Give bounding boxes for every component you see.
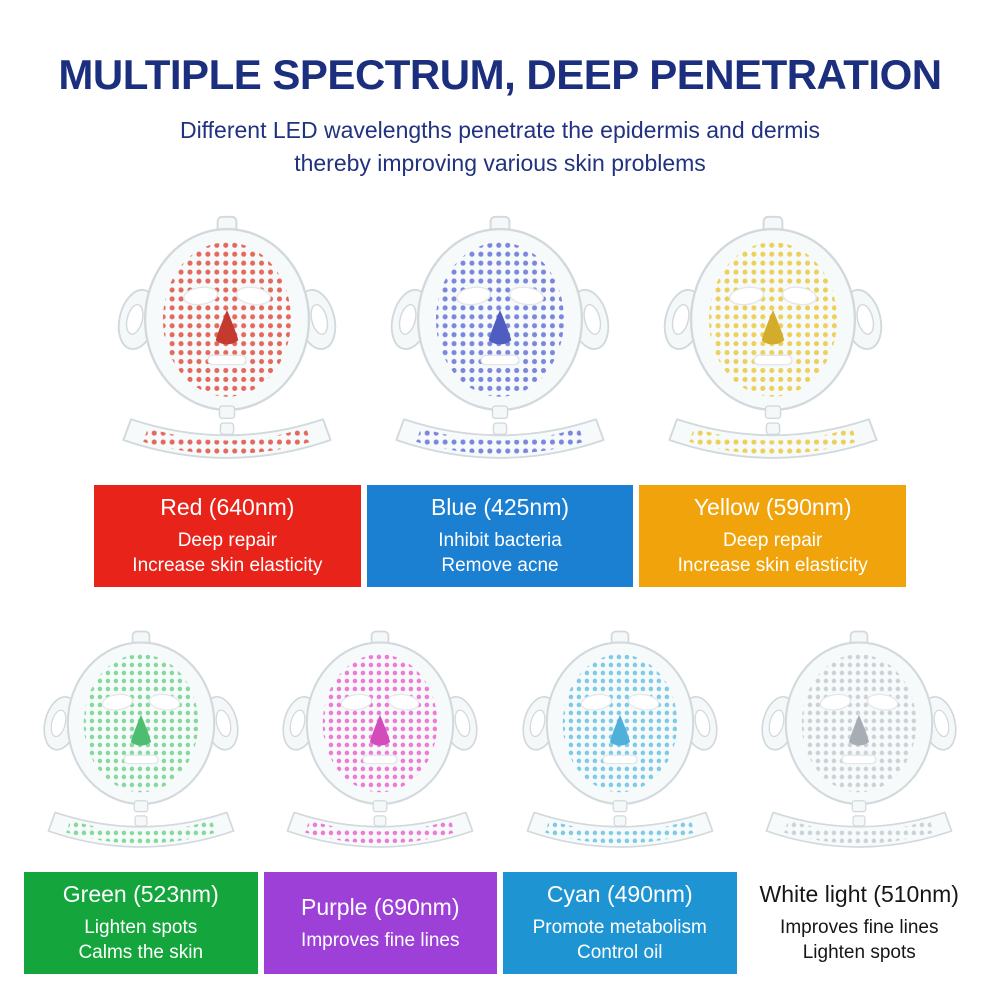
led-mask-drawing-green: [43, 630, 239, 848]
wavelength-label-blue: Blue (425nm): [430, 493, 570, 520]
benefit-line-blue-2: Remove acne: [441, 555, 559, 577]
wavelength-label-cyan: Cyan (490nm): [546, 881, 693, 908]
benefit-line-cyan-1: Promote metabolism: [532, 917, 707, 939]
benefit-line-red-1: Deep repair: [177, 529, 277, 551]
benefit-line-white-2: Lighten spots: [802, 942, 916, 964]
mask-card-purple: Purple (690nm) Improves fine lines: [263, 629, 497, 975]
benefit-line-cyan-2: Control oil: [576, 942, 663, 964]
wavelength-label-purple: Purple (690nm): [300, 893, 460, 920]
led-mask-drawing-blue: [390, 215, 610, 459]
led-mask-illustration-red: [114, 214, 340, 480]
led-mask-drawing-white: [761, 630, 957, 848]
led-mask-drawing-cyan: [522, 630, 718, 848]
benefit-line-red-2: Increase skin elasticity: [132, 555, 323, 577]
led-mask-illustration-white: [758, 629, 960, 866]
led-mask-drawing-yellow: [663, 215, 882, 459]
led-mask-illustration-green: [40, 629, 242, 866]
benefit-line-purple-1: Improves fine lines: [301, 929, 460, 951]
benefit-line-white-1: Improves fine lines: [780, 917, 939, 939]
header: MULTIPLE SPECTRUM, DEEP PENETRATION Diff…: [0, 0, 1000, 180]
mask-banner-purple: Purple (690nm) Improves fine lines: [263, 872, 497, 975]
subtitle-line-2: thereby improving various skin problems: [294, 149, 706, 176]
benefit-line-yellow-1: Deep repair: [723, 529, 823, 551]
benefit-line-blue-1: Inhibit bacteria: [438, 529, 562, 551]
wavelength-label-green: Green (523nm): [62, 881, 219, 908]
led-mask-illustration-purple: [279, 629, 481, 866]
benefit-line-green-2: Calms the skin: [78, 942, 204, 964]
led-mask-illustration-yellow: [660, 214, 886, 480]
page-subtitle: Different LED wavelengths penetrate the …: [0, 114, 1000, 179]
wavelength-label-red: Red (640nm): [160, 493, 295, 520]
benefit-line-green-1: Lighten spots: [84, 917, 198, 939]
page-title: MULTIPLE SPECTRUM, DEEP PENETRATION: [58, 51, 942, 98]
led-mask-illustration-cyan: [519, 629, 721, 866]
wavelength-label-yellow: Yellow (590nm): [693, 493, 852, 520]
led-mask-illustration-blue: [387, 214, 613, 480]
wavelength-label-white: White light (510nm): [759, 881, 959, 908]
subtitle-line-1: Different LED wavelengths penetrate the …: [179, 117, 821, 144]
led-mask-drawing-purple: [282, 630, 478, 848]
benefit-line-yellow-2: Increase skin elasticity: [677, 555, 868, 577]
led-mask-drawing-red: [118, 215, 337, 459]
